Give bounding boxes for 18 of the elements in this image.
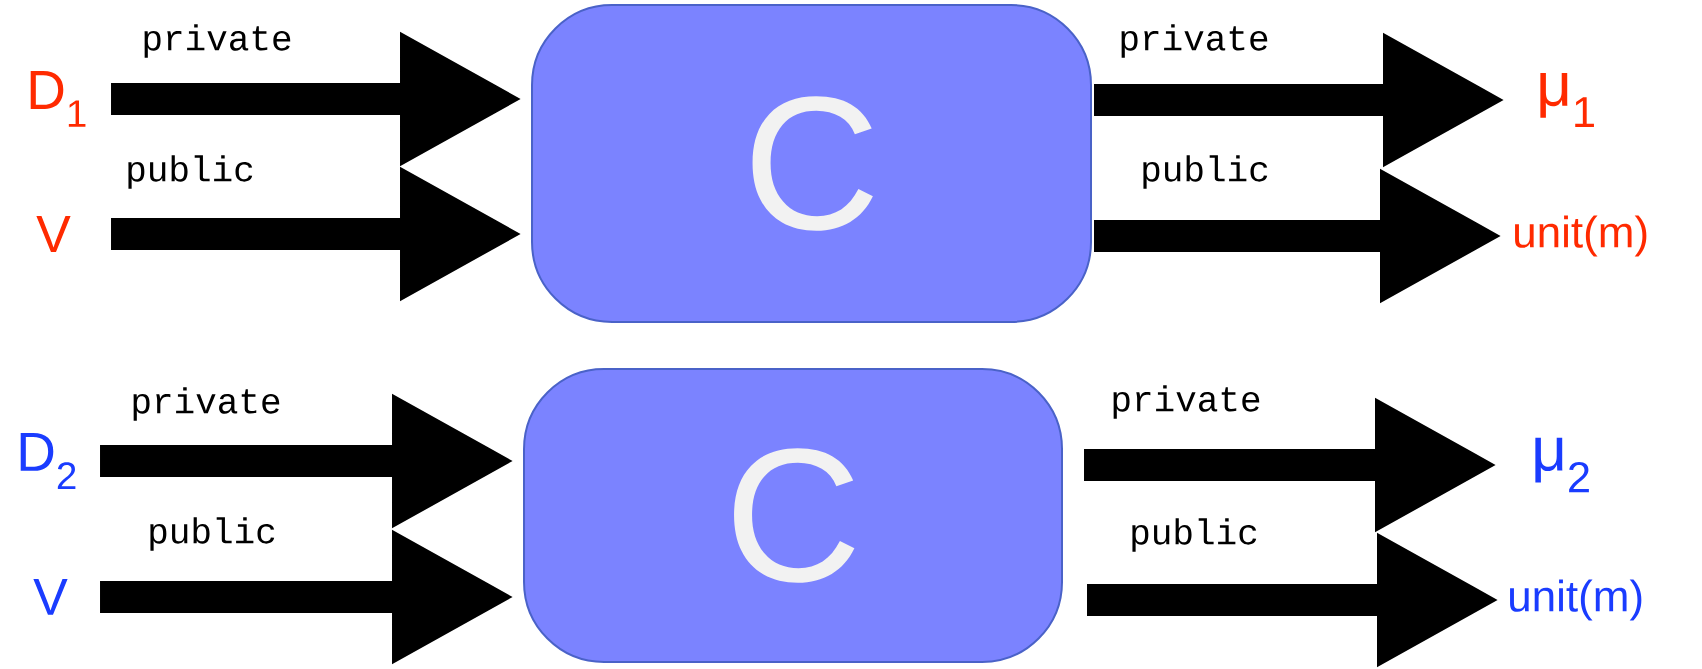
edge-label: private [144,24,291,58]
edge-label: private [133,387,280,421]
variable-label: V [36,216,71,252]
variable-label: V [33,579,68,615]
edge-label: private [1121,24,1268,58]
edge-label: private [1113,385,1260,419]
edge-label: public [1143,155,1268,189]
process-box: C [523,368,1063,663]
variable-label: D$_{1}$ [30,71,86,127]
variable-label: D$_{2}$ [20,432,76,490]
process-box: C [531,4,1092,323]
edge-label: public [128,155,253,189]
variable-label: unit(m) [1510,579,1642,621]
variable-label: μ$_{2}$ [1535,437,1589,493]
variable-label: unit(m) [1515,215,1647,257]
edge-label: public [1132,518,1257,552]
variable-label: μ$_{1}$ [1540,73,1594,127]
edge-label: public [150,517,275,551]
